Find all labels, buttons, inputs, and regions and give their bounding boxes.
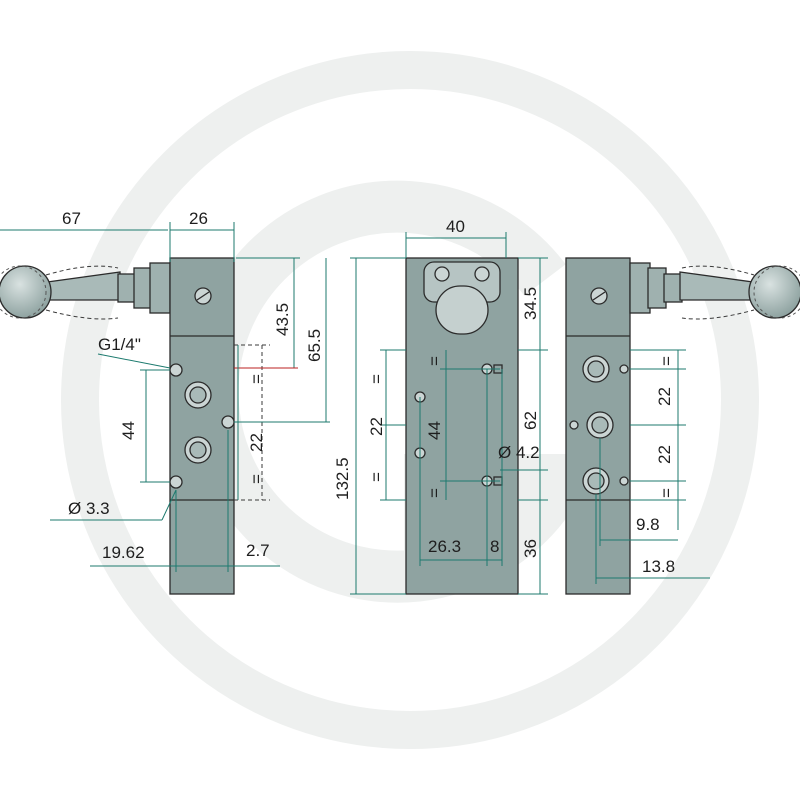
sphere-knob-icon	[748, 265, 800, 319]
dim-front-top-height: 34.5	[521, 287, 540, 320]
mount-hole	[569, 420, 579, 430]
dim-front-offset: 26.3	[428, 537, 461, 556]
threaded-port-icon	[184, 381, 212, 409]
dim-lever-length: 67	[62, 209, 81, 228]
dim-overall-height: 132.5	[333, 457, 352, 500]
dim-front-width: 40	[446, 217, 465, 236]
equal-mark: =	[367, 374, 386, 384]
threaded-port-icon	[184, 436, 212, 464]
left-dimension-lines	[0, 222, 330, 572]
dim-front-62: 62	[521, 411, 540, 430]
dim-front-22: 22	[367, 417, 386, 436]
dim-right-22-upper: 22	[655, 387, 674, 406]
dim-hole-edge: 2.7	[246, 541, 270, 560]
mount-hole	[169, 363, 183, 377]
front-valve-body	[405, 257, 519, 595]
sphere-knob-icon	[0, 265, 52, 319]
dim-thread: G1/4"	[98, 335, 141, 354]
dim-front-hole: Ø 4.2	[498, 443, 540, 462]
mount-hole	[169, 475, 183, 489]
threaded-port-icon	[582, 355, 610, 383]
threaded-port-icon	[582, 467, 610, 495]
dim-top-block-height: 43.5	[273, 303, 292, 336]
mount-hole	[221, 415, 235, 429]
dim-front-8: 8	[490, 537, 499, 556]
mount-hole	[619, 364, 629, 374]
dim-right-22-lower: 22	[655, 445, 674, 464]
left-lever	[0, 262, 171, 320]
lever-cap	[423, 261, 501, 335]
equal-mark: =	[657, 356, 676, 366]
dim-mount-hole: Ø 3.3	[68, 499, 110, 518]
dim-port-spacing-44: 44	[119, 421, 138, 440]
dim-side-width: 26	[189, 209, 208, 228]
slotted-screw-icon	[194, 287, 212, 305]
threaded-port-icon	[586, 411, 614, 439]
slotted-screw-icon	[590, 287, 608, 305]
equal-mark: =	[367, 472, 386, 482]
equal-mark: =	[425, 488, 444, 498]
dim-front-bottom: 36	[521, 539, 540, 558]
dim-front-44: 44	[425, 421, 444, 440]
dim-port-top-offset: 65.5	[305, 329, 324, 362]
right-valve-body	[565, 257, 631, 595]
equal-mark: =	[657, 488, 676, 498]
front-dimension-lines	[350, 232, 548, 595]
equal-mark: =	[247, 374, 266, 384]
right-lever	[629, 262, 800, 320]
dim-port-spacing-22: 22	[247, 433, 266, 452]
equal-mark: =	[247, 474, 266, 484]
dim-right-13-8: 13.8	[642, 557, 675, 576]
right-dimension-lines	[595, 349, 710, 584]
mount-hole	[619, 476, 629, 486]
dim-right-9-8: 9.8	[636, 515, 660, 534]
left-valve-body	[169, 257, 270, 595]
dim-hole-offset: 19.62	[102, 543, 145, 562]
equal-mark: =	[425, 356, 444, 366]
